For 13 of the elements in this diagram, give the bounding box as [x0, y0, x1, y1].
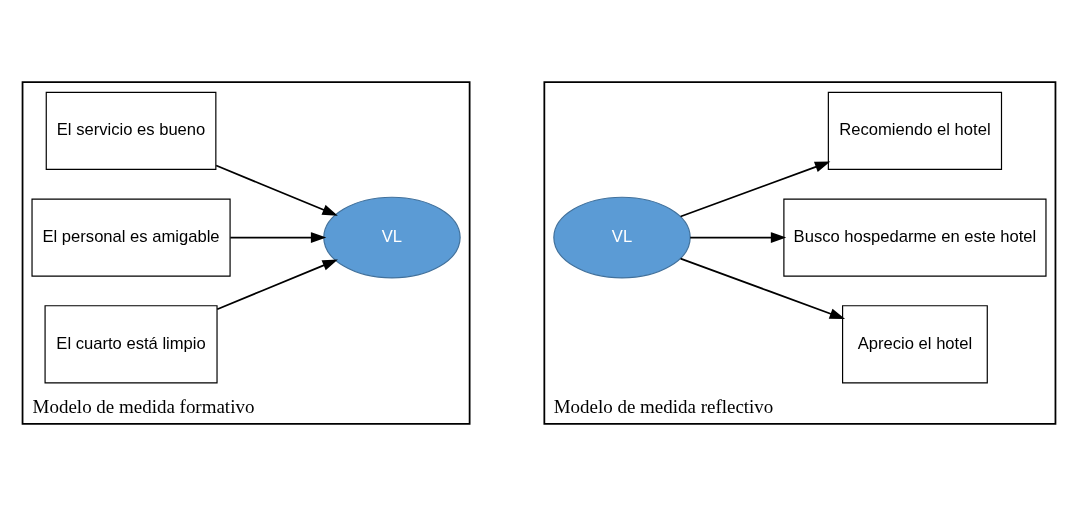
node-box: El cuarto está limpio — [44, 304, 218, 383]
arrow — [229, 231, 327, 243]
node-box: Recomiendo el hotel — [827, 91, 1003, 170]
arrow — [679, 257, 846, 319]
arrow — [215, 164, 338, 216]
arrow — [216, 258, 338, 310]
arrow — [689, 231, 787, 243]
node-box: Busco hospedarme en este hotel — [783, 197, 1047, 277]
node-box: El personal es amigable — [31, 197, 231, 277]
node-ellipse: VL — [553, 196, 691, 278]
node-box: Aprecio el hotel — [842, 304, 988, 383]
arrow — [679, 161, 831, 217]
node-box: El servicio es bueno — [45, 91, 217, 170]
